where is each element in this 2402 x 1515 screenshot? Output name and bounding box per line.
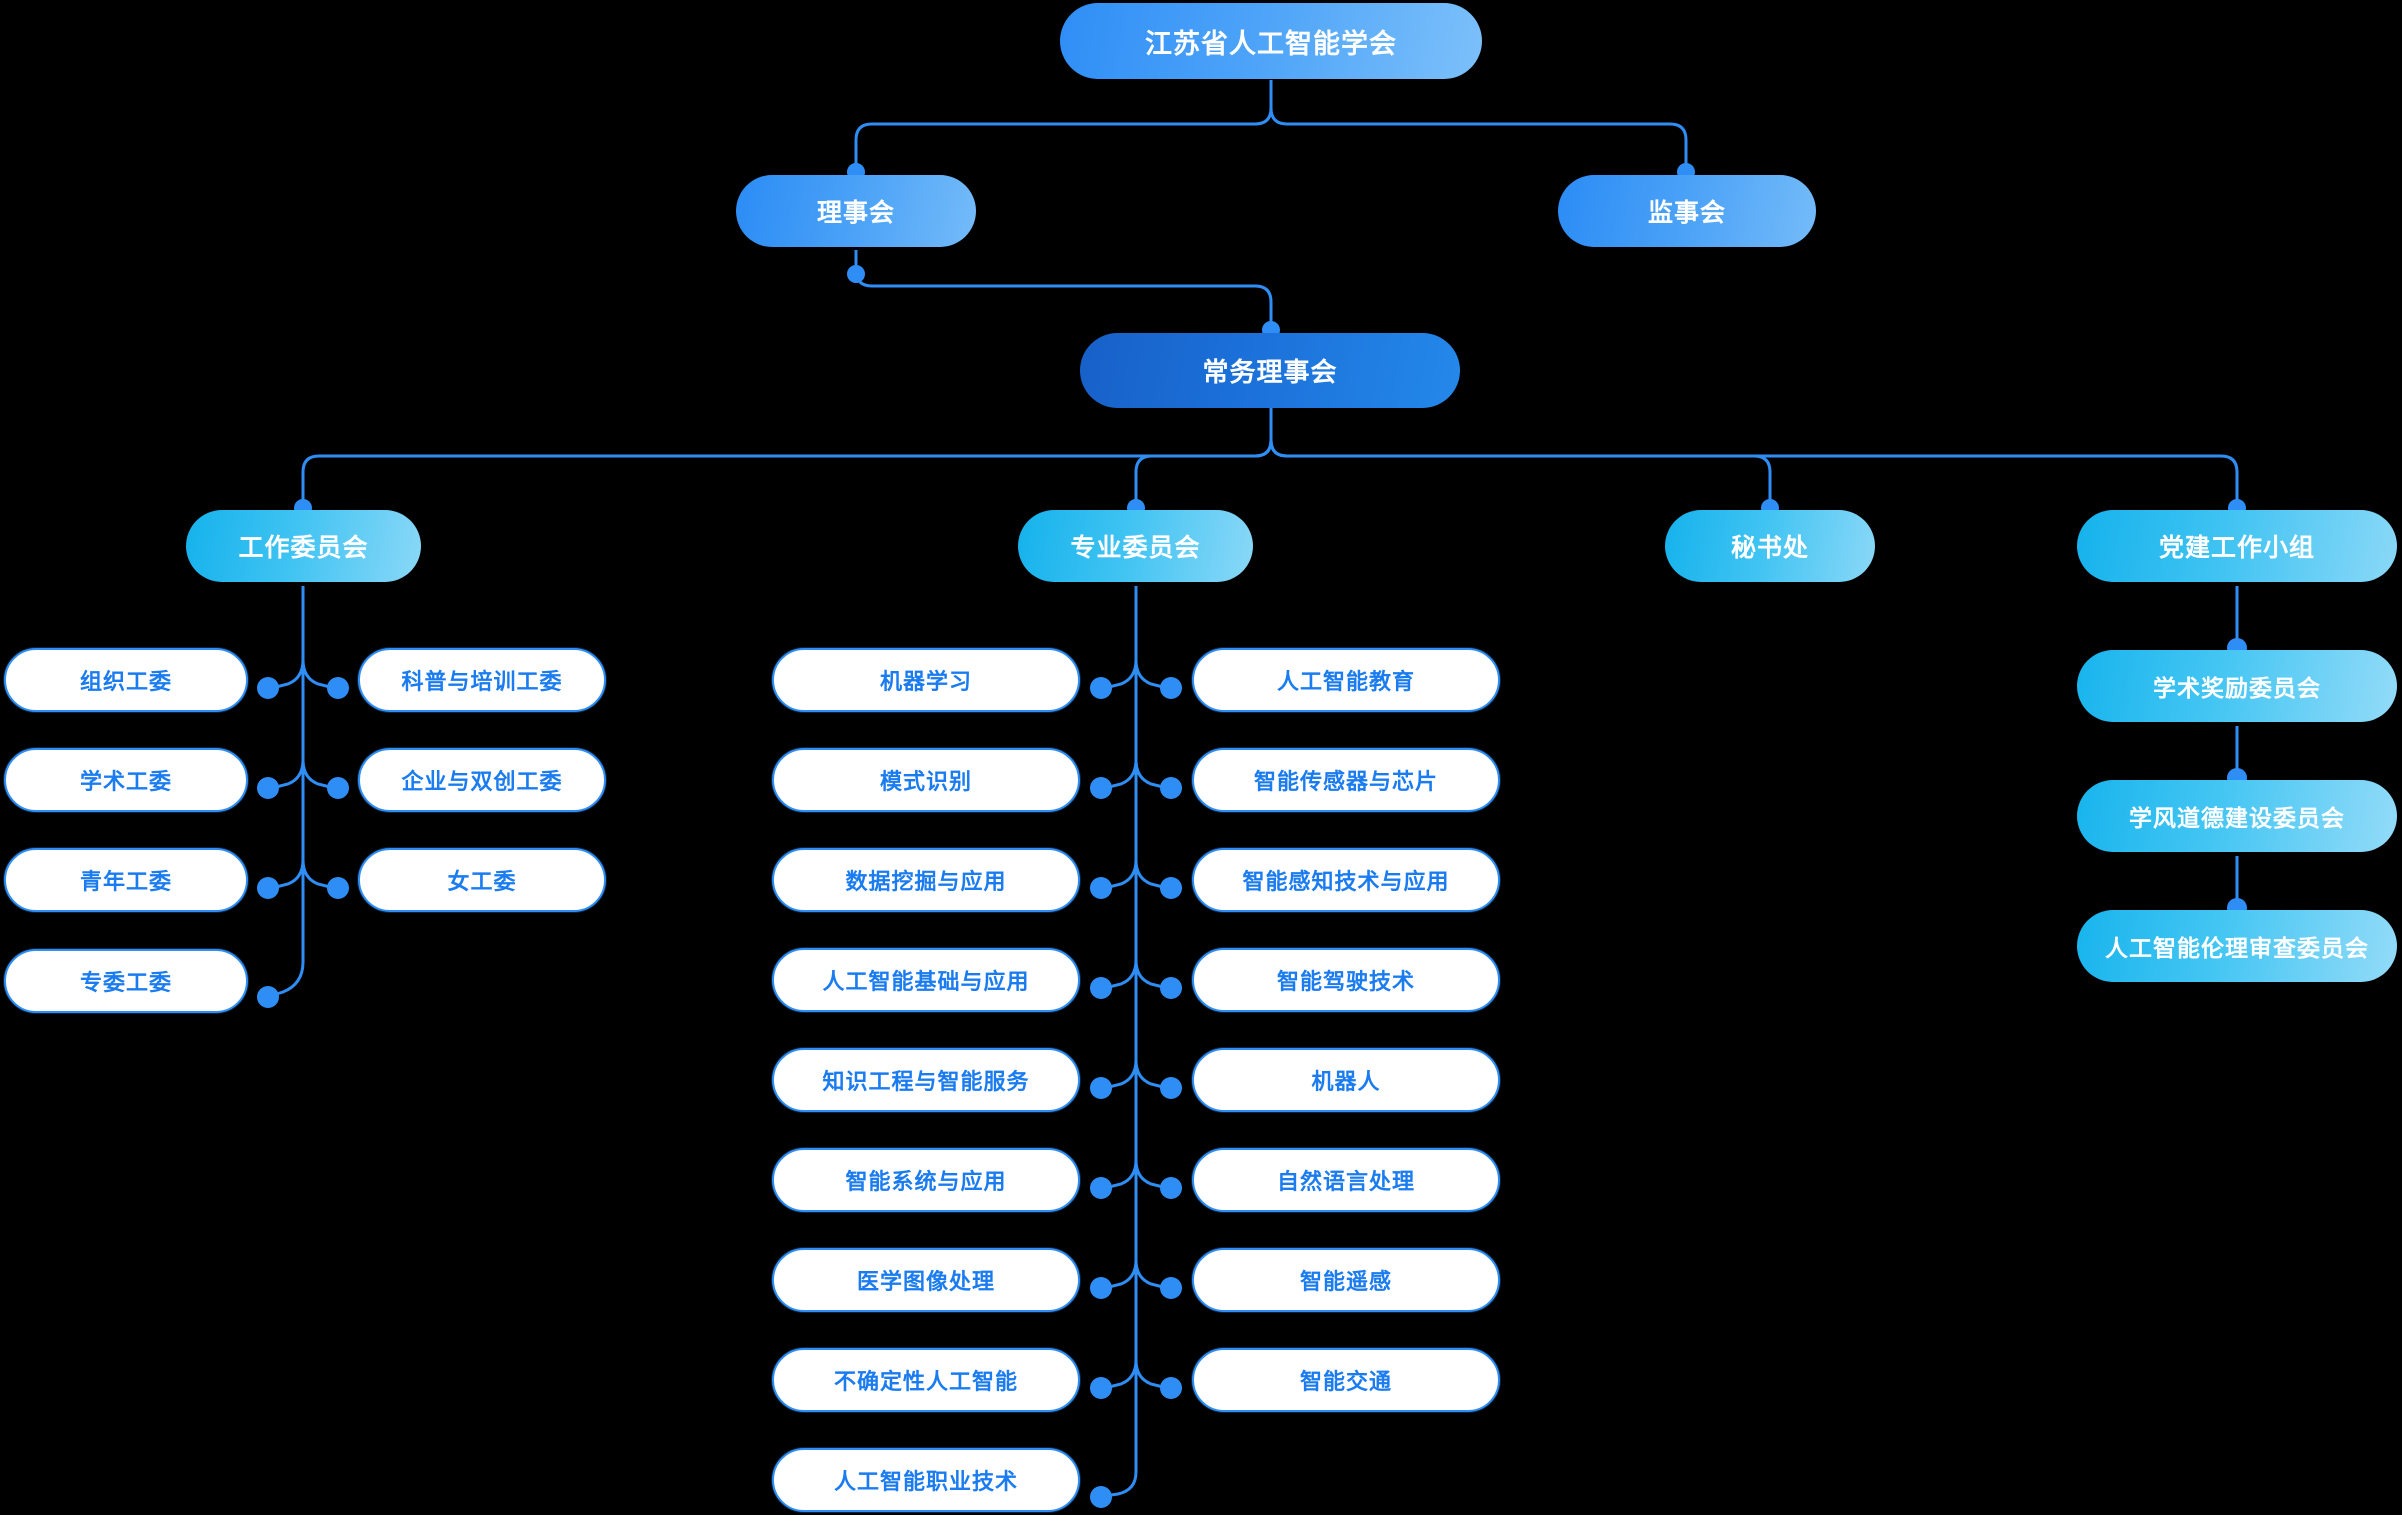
node-council[interactable]: 理事会 [736,175,976,247]
leaf-prof-left-9[interactable]: 人工智能职业技术 [772,1448,1080,1512]
leaf-prof-left-2[interactable]: 模式识别 [772,748,1080,812]
leaf-prof-left-6[interactable]: 智能系统与应用 [772,1148,1080,1212]
node-standing-council[interactable]: 常务理事会 [1080,333,1460,408]
leaf-prof-left-4[interactable]: 人工智能基础与应用 [772,948,1080,1012]
leaf-prof-left-3[interactable]: 数据挖掘与应用 [772,848,1080,912]
link-prof-branch-r5 [1134,1059,1168,1090]
leaf-work-right-3[interactable]: 女工委 [358,848,606,912]
node-work-committee[interactable]: 工作委员会 [186,510,421,582]
node-secretariat[interactable]: 秘书处 [1665,510,1875,582]
link-work-branch-r1 [301,659,335,690]
leaf-prof-right-4[interactable]: 智能驾驶技术 [1192,948,1500,1012]
link-prof-branch-l5 [1104,1059,1138,1090]
leaf-prof-right-5[interactable]: 机器人 [1192,1048,1500,1112]
leaf-prof-right-6[interactable]: 自然语言处理 [1192,1148,1500,1212]
link-work-spine [269,586,305,998]
node-root[interactable]: 江苏省人工智能学会 [1060,3,1482,79]
link-standing-to-professional [1134,408,1273,508]
leaf-prof-right-7[interactable]: 智能遥感 [1192,1248,1500,1312]
link-work-branch-l3 [271,859,305,890]
link-prof-branch-l4 [1104,959,1138,990]
link-prof-branch-l3 [1104,859,1138,890]
link-work-branch-l2 [271,759,305,790]
link-prof-branch-l8 [1104,1359,1138,1390]
node-party-child-3[interactable]: 人工智能伦理审查委员会 [2077,910,2397,982]
leaf-prof-left-1[interactable]: 机器学习 [772,648,1080,712]
node-party-child-2[interactable]: 学风道德建设委员会 [2077,780,2397,852]
leaf-prof-right-3[interactable]: 智能感知技术与应用 [1192,848,1500,912]
leaf-work-left-4[interactable]: 专委工委 [4,949,248,1013]
leaf-prof-left-7[interactable]: 医学图像处理 [772,1248,1080,1312]
leaf-work-left-1[interactable]: 组织工委 [4,648,248,712]
leaf-prof-left-5[interactable]: 知识工程与智能服务 [772,1048,1080,1112]
leaf-work-left-2[interactable]: 学术工委 [4,748,248,812]
leaf-work-right-1[interactable]: 科普与培训工委 [358,648,606,712]
link-prof-branch-l2 [1104,759,1138,790]
link-standing-to-secretariat [1269,408,1772,508]
link-root-to-council [854,80,1273,172]
link-prof-branch-r4 [1134,959,1168,990]
node-supervisors[interactable]: 监事会 [1558,175,1816,247]
node-party-group[interactable]: 党建工作小组 [2077,510,2397,582]
node-party-child-1[interactable]: 学术奖励委员会 [2077,650,2397,722]
link-prof-branch-r2 [1134,759,1168,790]
link-prof-branch-l6 [1104,1159,1138,1190]
leaf-prof-right-8[interactable]: 智能交通 [1192,1348,1500,1412]
link-work-branch-l1 [271,659,305,690]
link-prof-spine [1103,586,1138,1498]
leaf-work-left-3[interactable]: 青年工委 [4,848,248,912]
leaf-prof-right-1[interactable]: 人工智能教育 [1192,648,1500,712]
leaf-prof-left-8[interactable]: 不确定性人工智能 [772,1348,1080,1412]
link-standing-to-work [301,408,1273,508]
link-prof-branch-l7 [1104,1259,1138,1290]
link-work-branch-r3 [301,859,335,890]
link-council-to-standing [854,250,1273,330]
leaf-prof-right-2[interactable]: 智能传感器与芯片 [1192,748,1500,812]
link-prof-branch-r7 [1134,1259,1168,1290]
leaf-work-right-2[interactable]: 企业与双创工委 [358,748,606,812]
link-prof-branch-r3 [1134,859,1168,890]
link-work-branch-r2 [301,759,335,790]
link-standing-to-party [1269,408,2239,508]
link-root-to-supervisors [1269,80,1688,172]
link-prof-branch-r8 [1134,1359,1168,1390]
link-prof-branch-r1 [1134,659,1168,690]
node-professional-committee[interactable]: 专业委员会 [1018,510,1253,582]
link-prof-branch-l1 [1104,659,1138,690]
link-prof-branch-r6 [1134,1159,1168,1190]
